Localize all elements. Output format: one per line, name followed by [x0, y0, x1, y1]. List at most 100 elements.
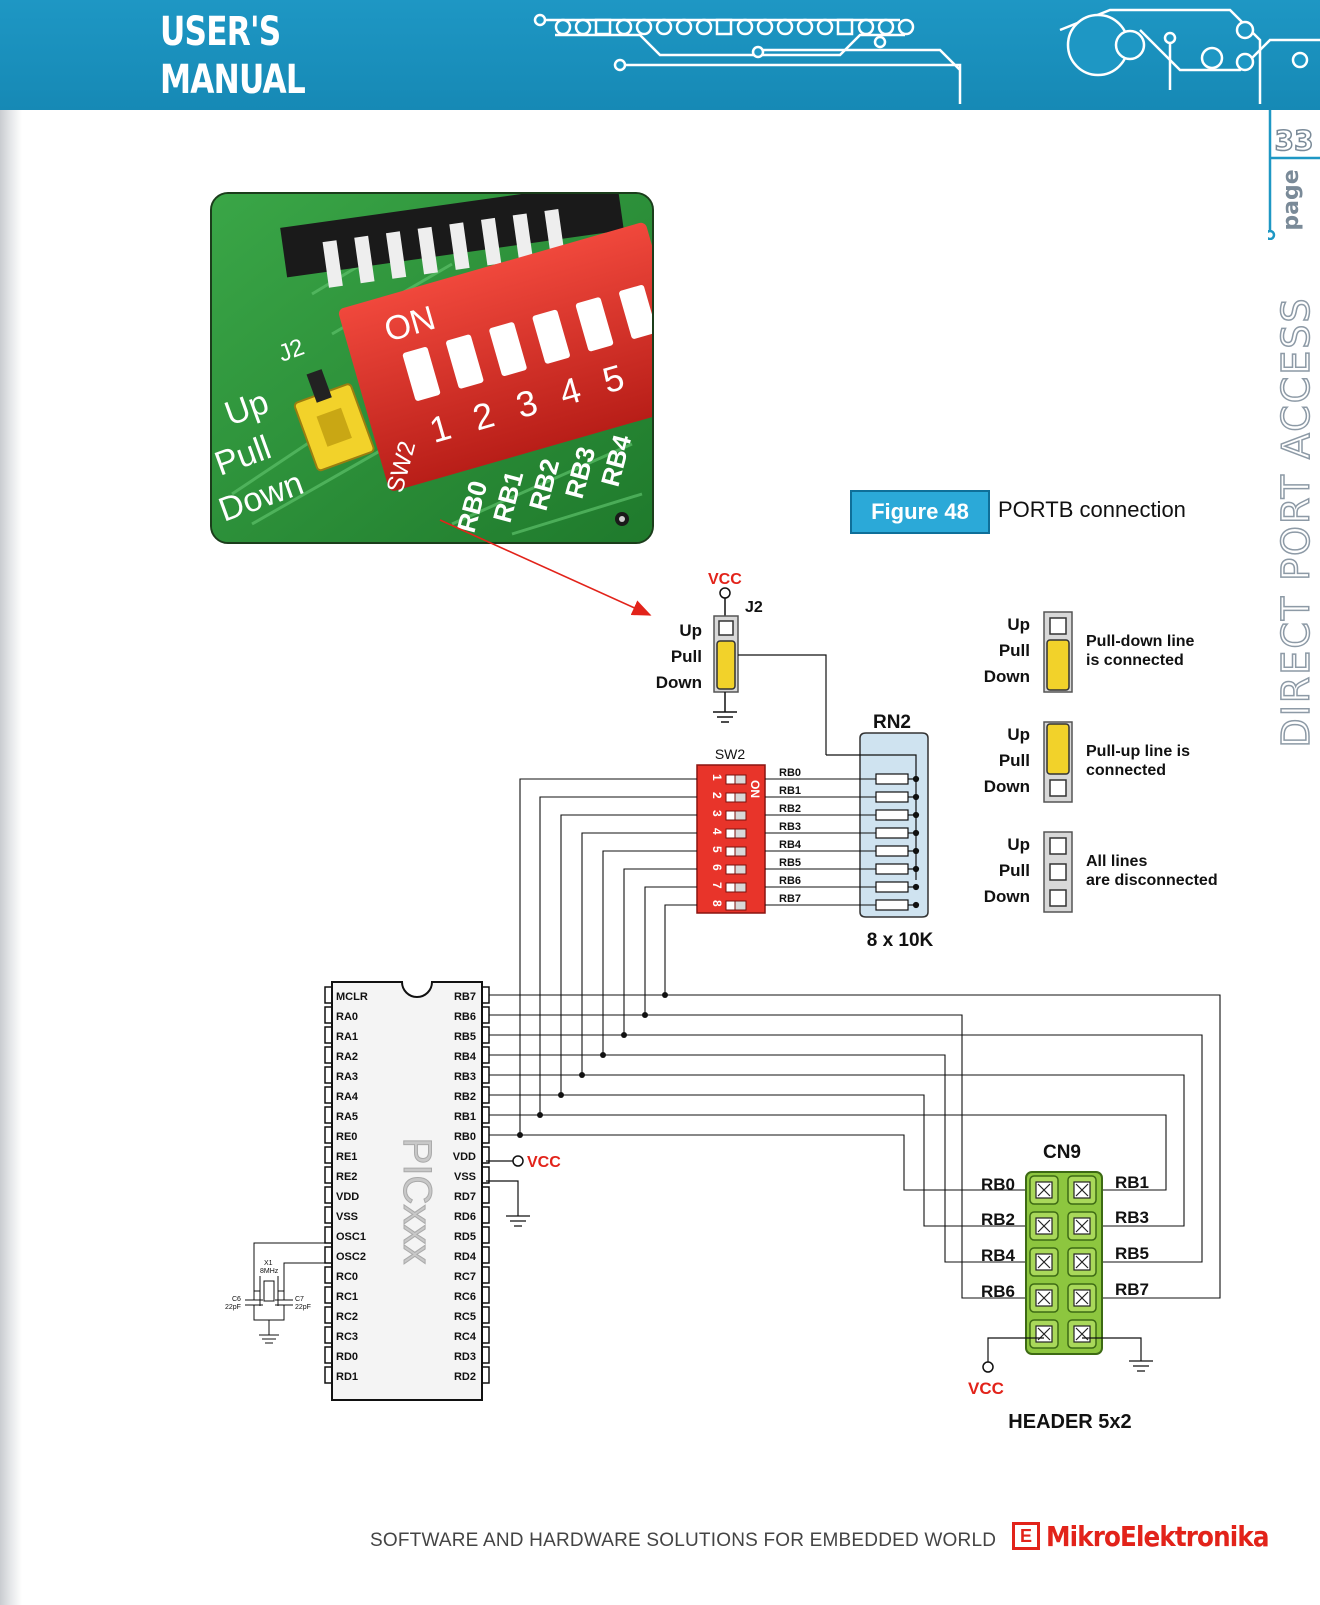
- mcu-right-pin-RB6: [482, 1006, 490, 1024]
- cn9-pin-mark-2: [1075, 1183, 1089, 1197]
- page-tab-frame: [1268, 110, 1320, 240]
- wire-sw2-4: [602, 850, 697, 1055]
- sw2-number-6: 6: [710, 864, 724, 871]
- legend-2-pull: Pull: [999, 751, 1030, 770]
- legend-3-up: Up: [1007, 835, 1030, 854]
- mcu-right-pin-RC4: [482, 1326, 490, 1344]
- mcu-right-label-RB1: RB1: [454, 1111, 476, 1123]
- mcu-right-label-RD3: RD3: [454, 1351, 476, 1363]
- c7-name: C7: [295, 1296, 304, 1303]
- mcu-right-label-RD4: RD4: [454, 1251, 477, 1263]
- legend-2-text-1: Pull-up line is: [1086, 743, 1190, 760]
- mcu-left-pin-RE0: [324, 1126, 332, 1144]
- wire-cn9-rb1: [489, 1114, 1167, 1191]
- legend-2-up: Up: [1007, 725, 1030, 744]
- sw2-line-label-RB4: RB4: [779, 839, 802, 851]
- mcu-right-pin-VSS: [482, 1166, 490, 1184]
- sw2-line-label-RB7: RB7: [779, 893, 801, 905]
- mcu-left-label-RA0: RA0: [336, 1011, 358, 1023]
- mcu-left-pin-RD0: [324, 1346, 332, 1364]
- cn9-pin-mark-6: [1075, 1255, 1089, 1269]
- mcu-left-pin-RA1: [324, 1026, 332, 1044]
- board-photo-illustration: ON 1 2 3 4 5 J2 Up Pull Down SW2: [212, 194, 652, 542]
- mcu-left-label-RE1: RE1: [336, 1151, 357, 1163]
- sw2-switch-knob-4: [734, 828, 747, 839]
- sw2-switch-knob-6: [734, 864, 747, 875]
- sw2-name: SW2: [715, 746, 746, 762]
- mcu-left-label-RA5: RA5: [336, 1111, 358, 1123]
- legend-1-down: Down: [984, 667, 1030, 686]
- wire-sw2-6: [644, 886, 697, 1015]
- cn9-type: HEADER 5x2: [1008, 1411, 1131, 1433]
- rn2-resistor-7: [875, 881, 909, 893]
- mcu-left-pin-RA5: [324, 1106, 332, 1124]
- mcu-right-label-RC6: RC6: [454, 1291, 476, 1303]
- brand: E MikroElektronika: [1012, 1516, 1299, 1556]
- mcu-right-label-RD6: RD6: [454, 1211, 476, 1223]
- sw2-line-label-RB5: RB5: [779, 857, 801, 869]
- wire-sw2-0: [519, 778, 697, 1135]
- mcu-left-pin-VDD: [324, 1186, 332, 1204]
- legend-3-text-1: All lines: [1086, 853, 1147, 870]
- mcu-left-pin-RA0: [324, 1006, 332, 1024]
- sw2-switch-knob-7: [734, 882, 747, 893]
- sw2-switch-knob-1: [734, 774, 747, 785]
- mcu-left-pin-RC3: [324, 1326, 332, 1344]
- mcu-left-label-RA4: RA4: [336, 1091, 359, 1103]
- mcu-left-pin-RC0: [324, 1266, 332, 1284]
- sw2-line-label-RB1: RB1: [779, 785, 801, 797]
- mcu-right-label-RB3: RB3: [454, 1071, 476, 1083]
- cn9-name: CN9: [1043, 1142, 1081, 1163]
- sw2-number-4: 4: [710, 828, 724, 835]
- rn2-value: 8 x 10K: [867, 930, 934, 951]
- mcu-left-pin-RC1: [324, 1286, 332, 1304]
- mcu-left-pin-RE1: [324, 1146, 332, 1164]
- mcu-left-label-OSC2: OSC2: [336, 1251, 366, 1263]
- cn9-header: CN9 RB0 RB2 RB4 RB6 RB1 RB3 RB5 RB7 VCC …: [968, 1142, 1153, 1433]
- mcu-right-pin-RC5: [482, 1306, 490, 1324]
- mcu-left-pin-RA4: [324, 1086, 332, 1104]
- mcu-left-pin-MCLR: [324, 986, 332, 1004]
- mcu-left-label-RC0: RC0: [336, 1271, 358, 1283]
- legend-1-pull: Pull: [999, 641, 1030, 660]
- sw2-on-label: ON: [748, 780, 762, 798]
- mcu-right-pin-RD5: [482, 1226, 490, 1244]
- rn2-resistor-6: [875, 863, 909, 875]
- mcu-right-pin-RC7: [482, 1266, 490, 1284]
- j2-jumper: VCC J2 Up Pull Down: [656, 571, 827, 755]
- j2-name: J2: [745, 599, 763, 616]
- cn9-right-rb3: RB3: [1115, 1208, 1149, 1227]
- cn9-pin-mark-7: [1037, 1291, 1051, 1305]
- mcu-right-label-RC4: RC4: [454, 1331, 477, 1343]
- oscillator-circuit: [245, 1242, 328, 1344]
- c6-value: 22pF: [225, 1304, 241, 1311]
- legend-1-text-1: Pull-down line: [1086, 633, 1195, 650]
- legend-3-down: Down: [984, 887, 1030, 906]
- mcu-left-label-MCLR: MCLR: [336, 991, 368, 1003]
- mcu-right-label-RB6: RB6: [454, 1011, 476, 1023]
- cn9-pin-mark-8: [1075, 1291, 1089, 1305]
- legend-3-text-2: are disconnected: [1086, 872, 1218, 889]
- mcu-left-pin-VSS: [324, 1206, 332, 1224]
- rn2-resistor-4: [875, 827, 909, 839]
- wire-sw2-1: [539, 796, 697, 1115]
- rn2-resistor-3: [875, 809, 909, 821]
- mcu-right-label-RC5: RC5: [454, 1311, 476, 1323]
- rn2-resistor-5: [875, 845, 909, 857]
- legend-2-text-2: connected: [1086, 762, 1166, 779]
- sw2-switch-knob-3: [734, 810, 747, 821]
- mcu-right-label-RD7: RD7: [454, 1191, 476, 1203]
- wire-cn9-rb7: [489, 994, 1221, 1299]
- mcu-left-pin-RE2: [324, 1166, 332, 1184]
- manual-title: USER'S MANUAL: [160, 8, 306, 104]
- mcu-right-label-RC7: RC7: [454, 1271, 476, 1283]
- wire-cn9-rb5: [489, 1034, 1203, 1263]
- wire-sw2-5: [623, 868, 697, 1035]
- mcu-vcc-label: VCC: [527, 1154, 561, 1171]
- sw2-number-5: 5: [710, 846, 724, 853]
- mcu-right-pin-VDD: [482, 1146, 490, 1164]
- wire-cn9-rb6: [489, 1014, 1030, 1299]
